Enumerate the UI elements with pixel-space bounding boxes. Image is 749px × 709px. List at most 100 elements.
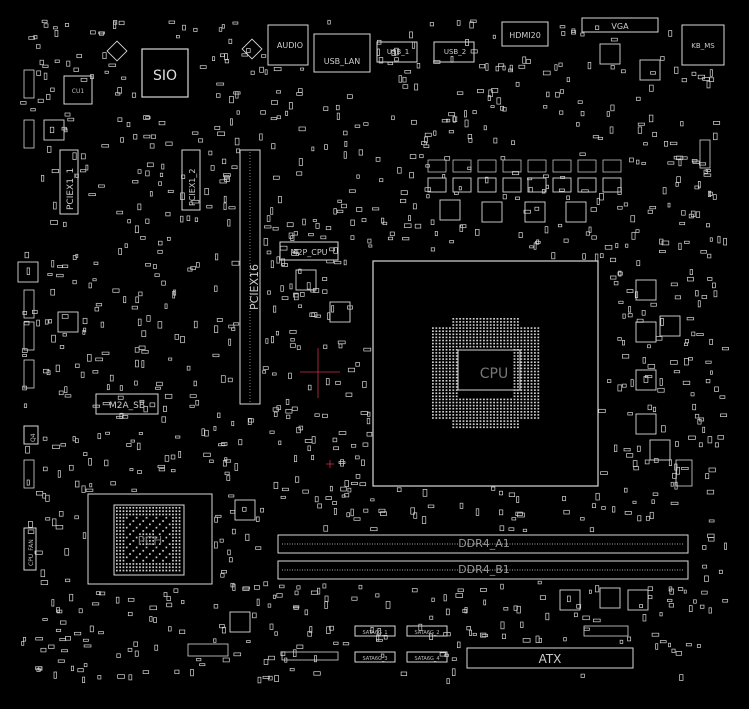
pch-ball <box>135 546 138 549</box>
smd-part <box>508 68 513 73</box>
smd-part <box>366 418 371 425</box>
smd-part <box>275 330 279 336</box>
pch-ball <box>139 510 141 512</box>
cpu-pin <box>466 401 468 404</box>
smd-part <box>309 626 313 634</box>
cu1-label: CU1 <box>72 88 85 95</box>
smd-part <box>30 108 36 112</box>
smd-part <box>340 203 347 209</box>
smd-part <box>164 455 170 462</box>
smd-part <box>332 437 338 443</box>
smd-part <box>679 221 686 226</box>
cpu-pin <box>466 321 468 323</box>
smd-part <box>60 620 67 625</box>
smd-part <box>706 489 715 495</box>
cpu-pin <box>469 423 472 425</box>
smd-part <box>513 605 518 611</box>
smd-part <box>272 407 280 412</box>
pch-ball <box>155 536 158 539</box>
smd-part <box>62 333 67 337</box>
smd-part <box>262 370 267 374</box>
smd-part <box>263 659 269 665</box>
smd-part <box>51 599 55 607</box>
smd-part <box>20 101 27 105</box>
smd-part <box>669 588 674 595</box>
cpu-pin <box>517 364 519 367</box>
smd-part <box>293 649 297 657</box>
cpu-pin <box>500 321 502 323</box>
smd-part <box>649 84 654 92</box>
smd-part <box>242 586 250 590</box>
smd-part <box>341 494 346 498</box>
smd-part <box>446 118 451 123</box>
smd-part <box>172 290 176 299</box>
cpu-pin <box>513 358 516 360</box>
cpu-pin <box>442 411 444 413</box>
cpu-pin <box>503 420 506 422</box>
smd-part <box>449 240 454 244</box>
smd-part <box>487 95 491 101</box>
pch-ball <box>132 507 135 509</box>
smd-part <box>394 57 399 62</box>
cpu-pin <box>523 373 526 376</box>
cpu-pin <box>452 339 455 342</box>
cpu-pin <box>438 380 441 382</box>
cpu-pin <box>452 336 455 339</box>
smd-part <box>448 130 454 134</box>
smd-part <box>127 611 133 617</box>
smd-part <box>314 314 321 318</box>
hdmi20-connector: HDMI20 <box>501 21 549 47</box>
smd-part <box>485 63 489 71</box>
cpu-pin <box>459 336 461 339</box>
smd-part <box>47 145 52 153</box>
pch-ball <box>172 563 174 565</box>
cpu-pin <box>513 352 516 354</box>
cpu-pin <box>530 364 533 367</box>
smd-part <box>224 471 230 476</box>
cpu-pin <box>466 330 468 332</box>
smd-part <box>421 141 427 146</box>
cpu-pin <box>534 330 536 332</box>
cpu-pin <box>483 398 485 401</box>
smd-part <box>472 632 477 636</box>
cpu-pin <box>496 330 499 332</box>
cpu-pin <box>438 373 441 376</box>
pch-ball <box>135 526 138 529</box>
pch-ball <box>142 510 145 512</box>
smd-part <box>441 119 449 123</box>
cpu-pin <box>469 411 472 413</box>
cpu-pin <box>517 339 519 342</box>
pch-ball <box>116 559 118 562</box>
cpu-pin <box>527 358 529 360</box>
smd-part <box>296 92 303 96</box>
smd-part <box>138 432 143 435</box>
cpu-pin <box>445 342 448 345</box>
smd-part <box>143 406 148 413</box>
cpu-pin <box>520 380 523 382</box>
cpu-pin <box>503 336 506 339</box>
cpu-pin <box>445 380 448 382</box>
pch-ball <box>172 516 174 519</box>
cpu-pin <box>479 401 482 404</box>
pch-ball <box>149 543 151 545</box>
smd-part <box>212 353 220 358</box>
cpu-pin <box>445 355 448 357</box>
smd-part <box>350 508 354 517</box>
pch-ball <box>132 530 135 532</box>
smd-part <box>429 633 434 640</box>
cpu-pin <box>523 401 526 404</box>
cpu-pin <box>520 345 523 348</box>
smd-part <box>271 336 274 344</box>
capacitor <box>577 159 597 173</box>
cpu-pin <box>449 395 451 398</box>
cpu-pin <box>506 398 509 401</box>
cpu-pin <box>496 398 499 401</box>
cpu-pin <box>466 318 468 320</box>
smd-part <box>134 347 140 353</box>
smd-part <box>293 293 299 301</box>
cpu-pin <box>530 407 533 410</box>
smd-part <box>624 511 632 515</box>
smd-part <box>313 671 321 676</box>
cpu-pin <box>537 386 540 388</box>
cpu-pin <box>486 336 489 339</box>
